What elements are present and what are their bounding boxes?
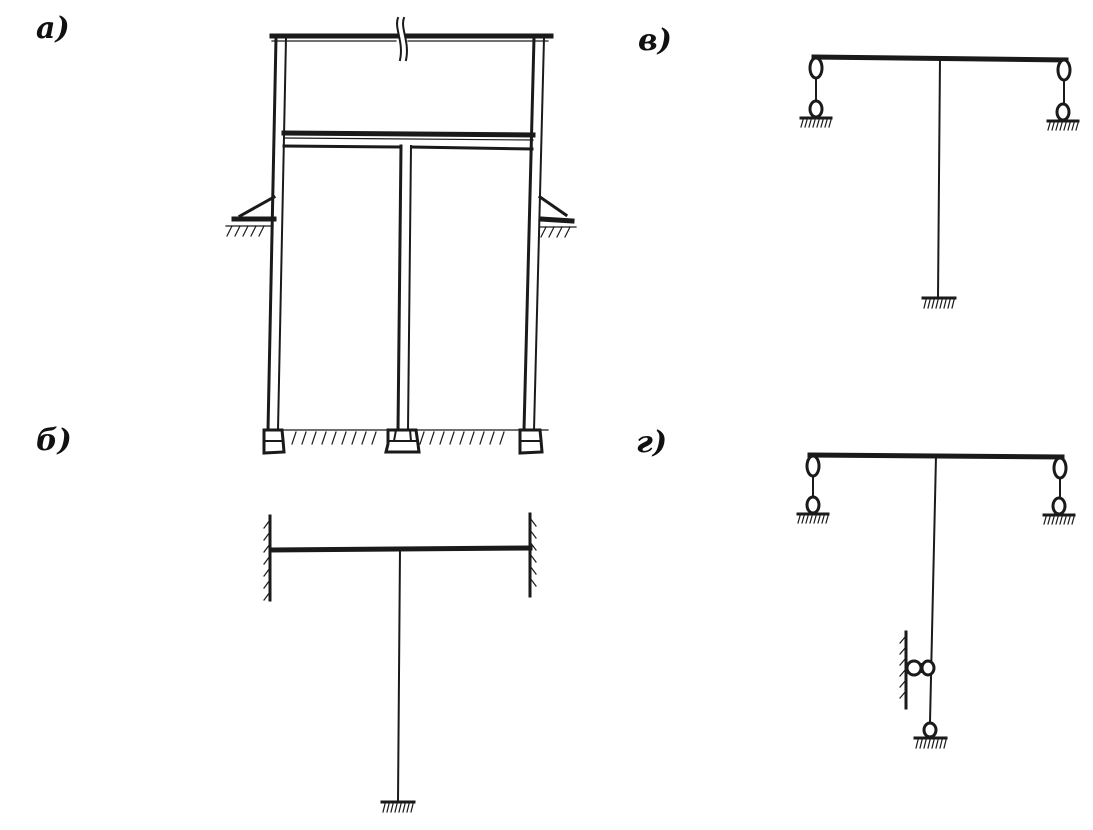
panel-b-scheme: [263, 512, 537, 813]
bottom-pin-support: [913, 721, 948, 749]
intermediate-side-link: [899, 630, 936, 710]
left-pin-link: [799, 56, 833, 128]
left-bracket: [225, 194, 277, 237]
right-pin-link: [1046, 58, 1080, 131]
center-foundation: [384, 428, 421, 454]
panel-v-scheme: [799, 54, 1080, 309]
right-bracket: [537, 194, 577, 238]
right-pin-link: [1042, 456, 1076, 525]
bottom-fixed-support: [380, 800, 416, 813]
panel-v-label: в): [638, 23, 672, 58]
panel-g-label: г): [636, 425, 668, 460]
panel-a-label: а): [36, 11, 70, 46]
left-column: [266, 36, 288, 432]
left-pin-link: [796, 454, 830, 524]
right-column: [522, 36, 546, 432]
panel-a-frame: [225, 16, 577, 455]
panel-g-scheme: [796, 452, 1076, 749]
vertical-column: [396, 547, 402, 804]
middle-beam: [281, 130, 536, 151]
right-foundation: [518, 428, 544, 455]
vertical-column: [936, 56, 942, 300]
top-beam: [269, 16, 554, 62]
panel-b-label: б): [36, 423, 72, 458]
center-column: [396, 144, 413, 432]
break-mark: [396, 16, 402, 62]
bottom-fixed-support: [921, 296, 957, 309]
left-wall-clamp: [263, 514, 272, 602]
right-wall-clamp: [528, 512, 537, 598]
left-foundation: [262, 428, 286, 455]
vertical-column: [928, 454, 938, 724]
